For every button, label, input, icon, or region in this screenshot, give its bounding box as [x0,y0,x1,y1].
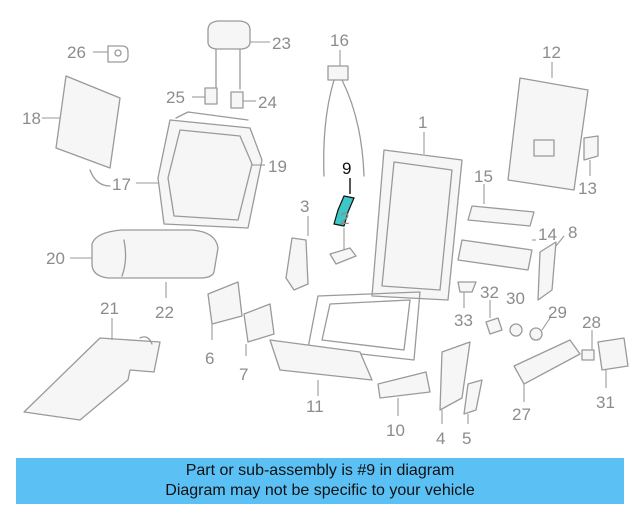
callout-26: 26 [67,43,86,62]
callout-12: 12 [542,43,561,62]
banner-line-1: Part or sub-assembly is #9 in diagram [185,462,455,479]
callout-11: 11 [306,397,324,416]
callout-25: 25 [166,88,185,107]
callout-7: 7 [239,365,248,384]
part-2-bracket [329,247,357,265]
callout-32: 32 [480,283,499,302]
part-24-guide [230,91,244,109]
callout-3: 3 [300,197,309,216]
callout-28: 28 [582,313,601,332]
callout-4: 4 [436,429,445,448]
part-22-cushion [91,229,219,279]
parts-diagram: 26 23 25 24 18 19 17 20 22 [22,20,629,448]
callout-29: 29 [548,303,567,322]
part-16-cable [323,65,365,177]
banner-line-2: Diagram may not be specific to your vehi… [165,482,475,499]
callout-22: 22 [155,303,174,322]
callout-6: 6 [205,349,214,368]
callout-21: 21 [100,299,119,318]
part-6-plate [207,281,243,325]
callout-16: 16 [330,31,349,50]
part-28-cap [581,349,595,361]
callout-13: 13 [578,179,597,198]
callout-30: 30 [506,289,525,308]
callout-20: 20 [46,249,65,268]
callout-31: 31 [596,393,615,412]
part-7-bracket [243,303,275,343]
callout-9: 9 [342,159,351,178]
callout-18: 18 [22,109,41,128]
callout-2: 2 [340,209,349,228]
part-23-headrest [207,20,251,90]
part-29-knob [529,327,543,341]
part-18-back-panel [55,75,121,187]
callout-27: 27 [512,405,531,424]
callout-8: 8 [568,223,577,242]
part-1-seat-frame [307,149,463,361]
callout-15: 15 [474,167,493,186]
part-5-cover [463,379,483,415]
part-32-bolt [485,317,503,335]
callout-23: 23 [272,34,291,53]
part-12-panel [507,77,589,191]
part-10-trim [377,371,431,399]
part-11-trim [269,339,373,381]
part-9-bracket [333,178,355,227]
callout-17: 17 [112,175,131,194]
callout-19: 19 [268,157,287,176]
part-4-cover [439,341,471,411]
callout-10: 10 [386,421,405,440]
part-26-clip [107,45,129,63]
part-3-bracket [285,237,309,291]
part-8-bracket [537,241,557,301]
callout-14: 14 [538,225,557,244]
info-banner: Part or sub-assembly is #9 in diagram Di… [16,458,624,504]
callout-5: 5 [462,429,471,448]
part-15-rail [467,205,535,227]
part-19-backrest [157,111,263,229]
callout-33: 33 [454,311,473,330]
part-25-guide [204,87,218,105]
callout-1: 1 [418,113,427,132]
part-30-knob [509,323,523,337]
part-13-cover [583,135,599,161]
part-33-clip [457,281,477,293]
part-14-rail [457,239,533,271]
part-27-armrest [513,339,581,385]
part-21-mat [23,336,161,421]
callout-24: 24 [258,93,277,112]
part-31-cap [597,337,629,371]
